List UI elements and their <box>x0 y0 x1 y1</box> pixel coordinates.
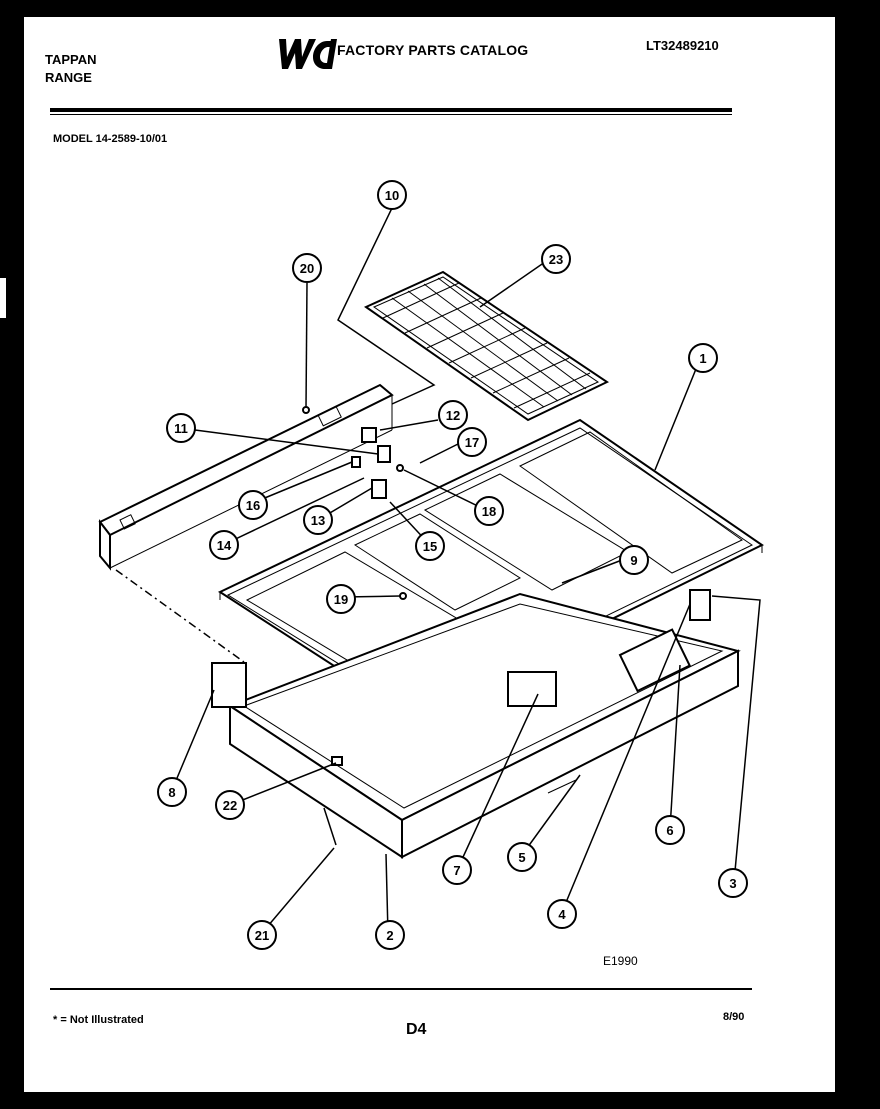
part-number: LT32489210 <box>646 38 719 53</box>
callout-6: 6 <box>655 815 685 845</box>
callout-11: 11 <box>166 413 196 443</box>
svg-text:5: 5 <box>518 850 525 865</box>
footer-rule <box>50 988 752 990</box>
revision-date: 8/90 <box>723 1011 745 1023</box>
svg-text:19: 19 <box>334 592 348 607</box>
svg-text:3: 3 <box>729 876 736 891</box>
leader-lines <box>115 207 761 935</box>
svg-text:4: 4 <box>558 907 566 922</box>
svg-text:17: 17 <box>465 435 479 450</box>
callout-23: 23 <box>541 244 571 274</box>
callout-18: 18 <box>474 496 504 526</box>
svg-text:6: 6 <box>666 823 673 838</box>
svg-text:20: 20 <box>300 261 314 276</box>
svg-text:9: 9 <box>630 553 637 568</box>
griddle-grate <box>363 270 610 422</box>
svg-text:1: 1 <box>699 351 706 366</box>
svg-text:22: 22 <box>223 798 237 813</box>
callout-4: 4 <box>547 899 577 929</box>
drawing-number: E1990 <box>603 954 638 968</box>
svg-text:21: 21 <box>255 928 269 943</box>
callout-7: 7 <box>442 855 472 885</box>
svg-text:16: 16 <box>246 498 260 513</box>
callout-10: 10 <box>377 180 407 210</box>
svg-text:13: 13 <box>311 513 325 528</box>
callout-3: 3 <box>718 868 748 898</box>
svg-text:2: 2 <box>386 928 393 943</box>
callout-15: 15 <box>415 531 445 561</box>
catalog-title: FACTORY PARTS CATALOG <box>337 42 529 58</box>
header-rule <box>50 108 732 112</box>
callout-1: 1 <box>688 343 718 373</box>
svg-text:10: 10 <box>385 188 399 203</box>
callout-12: 12 <box>438 400 468 430</box>
svg-text:23: 23 <box>549 252 563 267</box>
callout-22: 22 <box>215 790 245 820</box>
page-code: D4 <box>406 1021 427 1038</box>
callout-14: 14 <box>209 530 239 560</box>
svg-text:12: 12 <box>446 408 460 423</box>
callout-20: 20 <box>292 253 322 283</box>
callout-17: 17 <box>457 427 487 457</box>
edge-mark <box>0 278 6 318</box>
callout-8: 8 <box>157 777 187 807</box>
svg-text:15: 15 <box>423 539 437 554</box>
brand-product: RANGE <box>45 70 92 85</box>
callout-16: 16 <box>238 490 268 520</box>
brand-name: TAPPAN <box>45 52 97 67</box>
callout-19: 19 <box>326 584 356 614</box>
header-rule-thin <box>50 114 732 115</box>
wci-logo <box>279 39 337 69</box>
svg-text:7: 7 <box>453 863 460 878</box>
callout-9: 9 <box>619 545 649 575</box>
svg-text:14: 14 <box>217 538 232 553</box>
callout-2: 2 <box>375 920 405 950</box>
model-number: MODEL 14-2589-10/01 <box>53 133 168 145</box>
callout-21: 21 <box>247 920 277 950</box>
svg-text:11: 11 <box>174 421 188 436</box>
svg-text:8: 8 <box>168 785 175 800</box>
callout-5: 5 <box>507 842 537 872</box>
control-panel-strip <box>98 383 394 571</box>
svg-text:18: 18 <box>482 504 496 519</box>
callout-13: 13 <box>303 505 333 535</box>
footnote: * = Not Illustrated <box>53 1014 144 1026</box>
